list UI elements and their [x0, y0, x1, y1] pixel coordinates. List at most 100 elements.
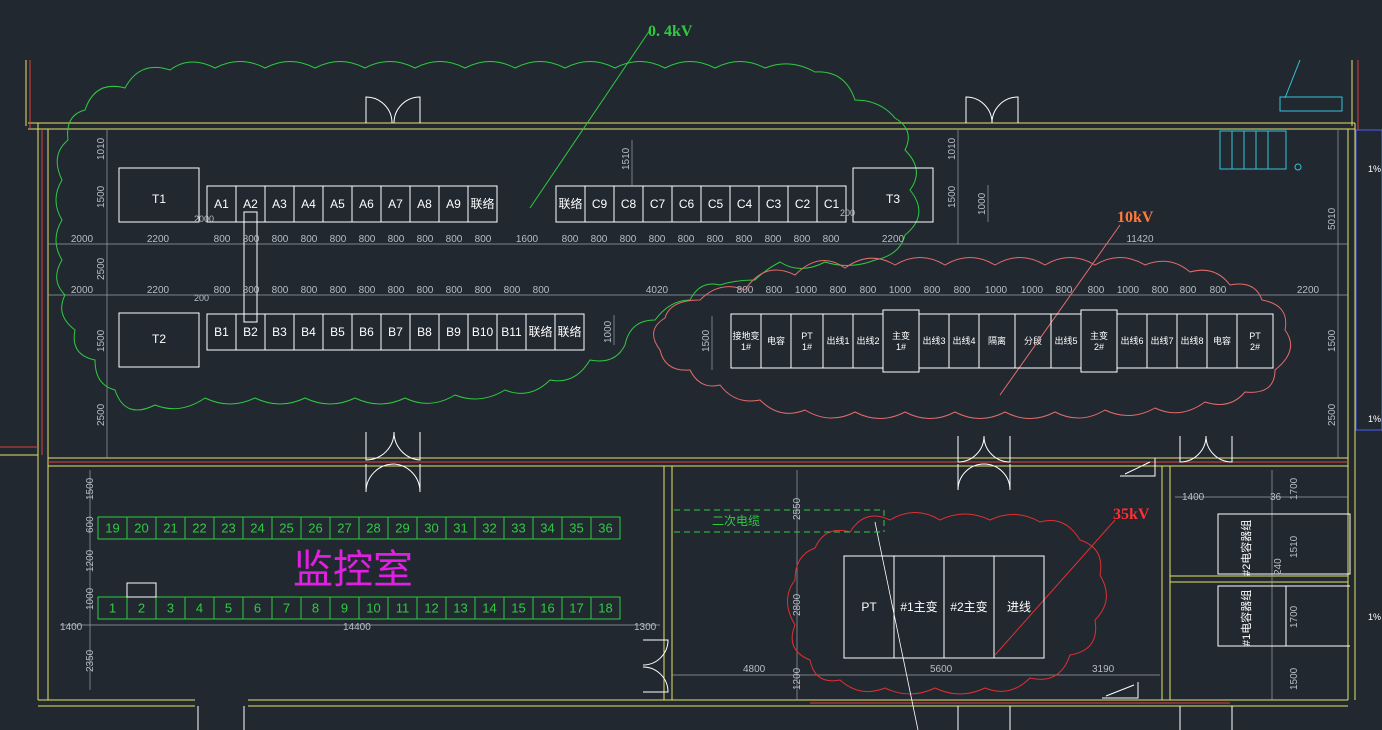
cabinet-label-mon-bottom-8: 9 [341, 600, 348, 615]
dimension-dim-row2-9: 800 [417, 285, 434, 296]
misc-dimensions: 1010 1500 2500 1500 2500 1510 1010 1500 … [60, 137, 1338, 690]
cabinet-label-cab-top-left-9: 联络 [470, 196, 494, 211]
cabinet-label-cab-10kv-15: 电容 [1213, 335, 1231, 346]
cabinet-label-mon-top-8: 27 [337, 520, 351, 535]
side-mark-2: 1% [1368, 414, 1381, 424]
cabinet-label-mon-top-15: 34 [540, 520, 554, 535]
dimension-dim-row2-10: 800 [446, 285, 463, 296]
dimension-dim-row1-4: 800 [272, 234, 289, 245]
dimension-dim-row2-16: 800 [766, 285, 783, 296]
monitor-room-title: 监控室 [293, 547, 413, 593]
svg-text:1500: 1500 [96, 329, 107, 352]
cloud-04kv [55, 61, 920, 411]
cabinet-label-mon-bottom-14: 15 [511, 600, 525, 615]
cabinet-label-mon-bottom-2: 3 [167, 600, 174, 615]
cabinet-label-mon-top-13: 32 [482, 520, 496, 535]
cabinet-label-cab-bottom-left-2: B3 [272, 325, 287, 339]
doors [197, 96, 1233, 730]
svg-text:1200: 1200 [85, 549, 96, 572]
cabinet-label-cab-10kv-2: 1# [802, 342, 812, 352]
dimension-dim-row1-21: 800 [794, 234, 811, 245]
svg-text:240: 240 [1273, 558, 1284, 575]
cabinet-label-cab-10kv-10: 出线5 [1054, 335, 1077, 346]
cabinet-cab-top-left-9 [467, 185, 498, 223]
dimension-dim-row1-3: 800 [243, 234, 260, 245]
cabinet-row-35kv: PT#1主变#2主变进线 [843, 555, 1045, 659]
cabinet-label-mon-bottom-4: 5 [225, 600, 232, 615]
cabinet-label-cab-bottom-left-5: B6 [359, 325, 374, 339]
svg-text:4800: 4800 [743, 664, 766, 675]
dimension-dim-row1-18: 800 [707, 234, 724, 245]
cabinet-label-cab-top-right-7: C3 [766, 197, 782, 211]
capacitor-rooms [1217, 513, 1351, 647]
dimension-dim-row1-6: 800 [330, 234, 347, 245]
dimension-dim-row1-19: 800 [736, 234, 753, 245]
dimension-dim-row2-5: 800 [301, 285, 318, 296]
dimension-dim-row2-20: 1000 [889, 285, 912, 296]
cabinet-label-mon-top-4: 23 [221, 520, 235, 535]
svg-text:1500: 1500 [96, 185, 107, 208]
dimension-dim-row1-13: 800 [562, 234, 579, 245]
svg-text:1010: 1010 [96, 137, 107, 160]
cabinet-label-cab-top-right-6: C4 [737, 197, 753, 211]
cabinet-label-mon-top-10: 29 [395, 520, 409, 535]
cabinet-mon-top-17 [590, 516, 621, 540]
dimension-dim-row2-13: 800 [533, 285, 550, 296]
svg-text:5600: 5600 [930, 664, 953, 675]
cabinet-label-mon-bottom-6: 7 [283, 600, 290, 615]
cabinet-label-mon-bottom-11: 12 [424, 600, 438, 615]
cabinet-label-cab-top-right-2: C8 [621, 197, 637, 211]
cabinet-cab-35kv-3 [993, 555, 1045, 659]
dimension-dim-row2-24: 1000 [1021, 285, 1044, 296]
cabinet-label-cab-10kv-11: 2# [1094, 342, 1104, 352]
svg-text:1700: 1700 [1289, 477, 1300, 500]
cabinet-cab-10kv-5 [882, 309, 920, 373]
capacitor-group-1: #1电容器组 [1239, 590, 1253, 646]
svg-text:1500: 1500 [85, 477, 96, 500]
transformer-t3 [852, 167, 934, 223]
dimension-dim-row2-29: 800 [1180, 285, 1197, 296]
dimension-dim-row1-15: 800 [620, 234, 637, 245]
svg-text:200: 200 [194, 293, 209, 303]
dimension-dim-row2-11: 800 [475, 285, 492, 296]
svg-text:3190: 3190 [1092, 664, 1115, 675]
cabinet-label-cab-bottom-left-9: B10 [472, 325, 494, 339]
cabinet-label-cab-bottom-left-7: B8 [417, 325, 432, 339]
dimension-dim-row1-0: 2000 [71, 234, 94, 245]
svg-text:14400: 14400 [343, 622, 371, 633]
cabinet-label-mon-bottom-3: 4 [196, 600, 203, 615]
cabinet-label-mon-bottom-10: 11 [396, 600, 410, 615]
cabinet-label-mon-bottom-5: 6 [254, 600, 261, 615]
label-04kv: 0. 4kV [648, 23, 693, 40]
cabinet-label-cab-35kv-3: 进线 [1007, 600, 1031, 614]
cabinet-label-cab-10kv-9: 分段 [1024, 335, 1042, 346]
svg-text:1400: 1400 [60, 622, 83, 633]
cabinet-cab-top-right-9 [816, 185, 847, 223]
cabinet-label-cab-top-left-0: A1 [214, 197, 229, 211]
cabinet-cab-10kv-11 [1080, 309, 1118, 373]
cabinet-label-cab-top-left-1: A2 [243, 197, 258, 211]
svg-text:2350: 2350 [85, 649, 96, 672]
cabinet-label-cab-top-right-1: C9 [592, 197, 608, 211]
cabinet-label-cab-top-right-3: C7 [650, 197, 666, 211]
dimension-lines [48, 130, 1348, 700]
dimension-dim-row1-16: 800 [649, 234, 666, 245]
svg-text:1300: 1300 [634, 622, 657, 633]
cabinet-label-cab-bottom-left-12: 联络 [557, 324, 581, 339]
dimension-dim-row1-2: 800 [214, 234, 231, 245]
cabinet-label-cab-10kv-13: 出线7 [1150, 335, 1173, 346]
cabinet-label-cab-bottom-left-0: B1 [214, 325, 229, 339]
cabinet-label-cab-bottom-left-10: B11 [501, 325, 522, 339]
transformer-t2-label: T2 [152, 332, 166, 346]
cabinet-label-cab-bottom-left-11: 联络 [528, 324, 552, 339]
svg-text:5010: 5010 [1327, 207, 1338, 230]
building-walls [0, 60, 1359, 707]
cabinet-label-mon-top-0: 19 [105, 520, 119, 535]
cabinet-label-mon-top-5: 24 [250, 520, 264, 535]
svg-text:1700: 1700 [1289, 605, 1300, 628]
cabinet-label-cab-top-left-3: A4 [301, 197, 316, 211]
svg-text:1000: 1000 [603, 320, 614, 343]
